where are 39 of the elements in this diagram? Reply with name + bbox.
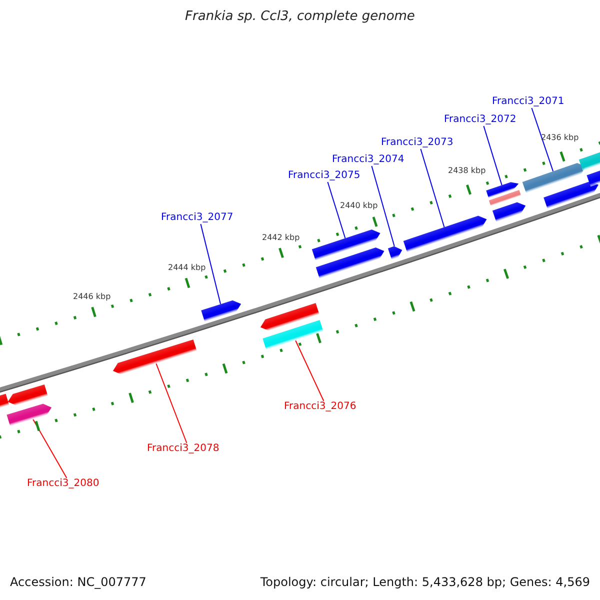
- gene-block: [492, 202, 526, 222]
- gene-bar: [488, 190, 522, 206]
- scale-label: 2438 kbp: [448, 166, 486, 176]
- gene-block: [312, 230, 380, 261]
- gene-block: [201, 300, 242, 322]
- gene-label: Francci3_2072: [444, 114, 516, 126]
- gene-block: [486, 182, 519, 198]
- leader-line: [156, 363, 188, 444]
- gene-block: [316, 248, 384, 279]
- gene-label: Francci3_2074: [332, 154, 404, 166]
- gene-block: [544, 181, 598, 209]
- gene-label: Francci3_2075: [288, 170, 360, 182]
- footer-text: Accession: NC_007777: [10, 575, 146, 589]
- scale-label: 2446 kbp: [73, 292, 111, 302]
- title: Frankia sp. Ccl3, complete genome: [184, 9, 416, 24]
- scale-label: 2440 kbp: [340, 201, 378, 211]
- leader-line: [420, 148, 445, 228]
- gene-block: [112, 339, 197, 374]
- gene-block: [388, 246, 402, 260]
- leader-line: [483, 126, 502, 186]
- gene-label: Francci3_2078: [147, 443, 220, 455]
- scale-label: 2442 kbp: [262, 233, 300, 243]
- gene-block: [403, 216, 487, 252]
- scale-label: 2444 kbp: [168, 263, 206, 273]
- leader-line: [371, 166, 395, 247]
- gene-label: Francci3_2076: [284, 401, 356, 413]
- gene-label: Francci3_2073: [381, 137, 454, 149]
- gene-label: Francci3_2077: [161, 212, 234, 224]
- gene-block: [6, 404, 52, 426]
- scale-label: 2436 kbp: [541, 133, 579, 143]
- leader-line: [32, 418, 68, 478]
- gene-label: Francci3_2071: [492, 96, 564, 108]
- footer-text: Topology: circular; Length: 5,433,628 bp; Genes: 4,569: [260, 575, 590, 589]
- gene-label: Francci3_2080: [27, 478, 100, 490]
- gene-block: [260, 303, 320, 331]
- leader-line: [200, 224, 222, 305]
- leader-line: [327, 182, 346, 239]
- gene-bar: [262, 320, 324, 350]
- leader-line: [295, 340, 324, 402]
